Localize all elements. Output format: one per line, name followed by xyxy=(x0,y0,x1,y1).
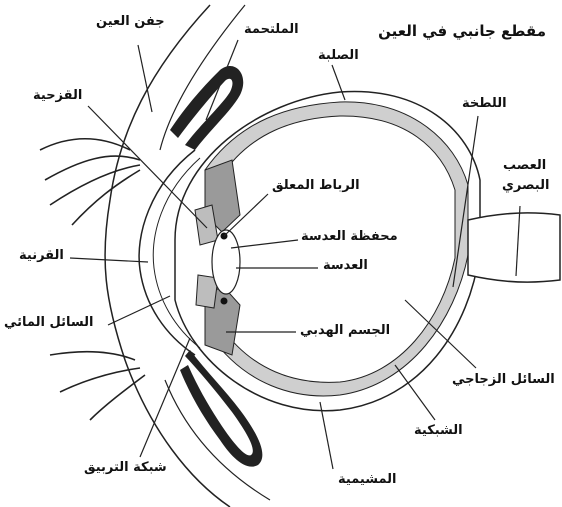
label-choroid: المشيمية xyxy=(338,473,397,487)
label-conjunctiva: الملتحمة xyxy=(244,23,299,37)
label-blind-spot: اللطخة xyxy=(462,97,507,111)
label-retina: الشبكية xyxy=(414,424,463,438)
label-vitreous-humor: السائل الزجاجي xyxy=(452,373,555,387)
suspensory-ligament-dot-bottom xyxy=(221,298,228,305)
label-optic-nerve-line1: العصب xyxy=(503,159,546,173)
label-suspensory-ligament: الرباط المعلق xyxy=(272,179,360,193)
lens-shape xyxy=(212,230,240,294)
optic-nerve xyxy=(468,213,560,282)
label-lens: العدسة xyxy=(323,259,368,273)
label-lens-capsule: محفظة العدسة xyxy=(301,230,398,244)
label-sclera: الصلبة xyxy=(318,49,359,63)
diagram-title: مقطع جانبي في العين xyxy=(378,23,546,40)
label-eyelid: جفن العين xyxy=(96,15,165,29)
label-iris: القزحية xyxy=(33,89,82,103)
eyelashes xyxy=(40,139,145,420)
label-optic-nerve-line2: البصري xyxy=(502,179,549,193)
label-trabecular-meshwork: شبكة التربيق xyxy=(84,461,167,475)
label-aqueous-humor: السائل المائي xyxy=(4,316,93,330)
label-ciliary-body: الجسم الهدبي xyxy=(300,324,390,338)
label-cornea: القرنية xyxy=(19,249,64,263)
